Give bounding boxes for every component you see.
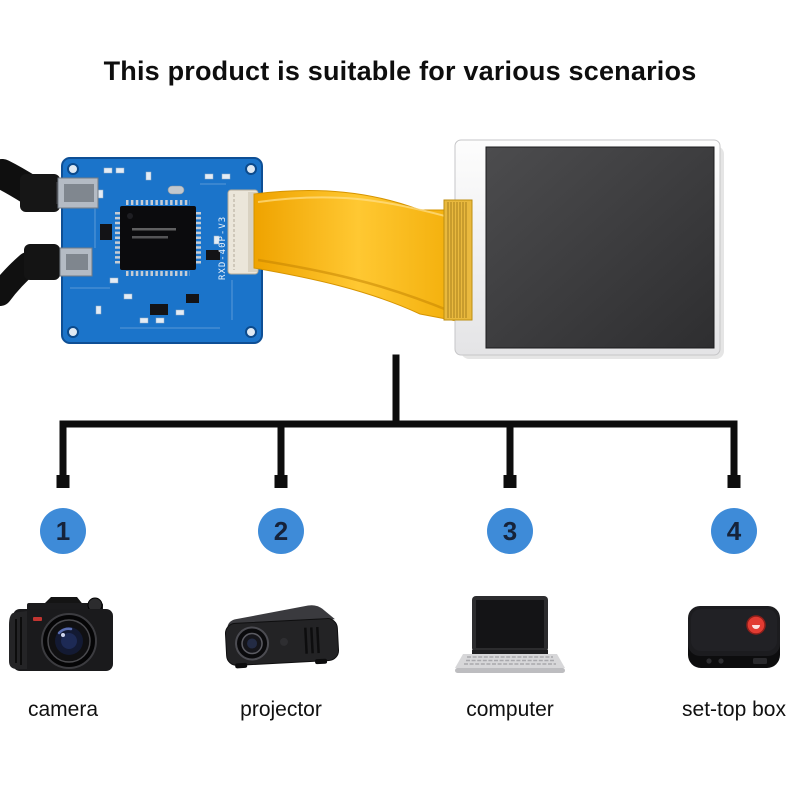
hdmi-plug [20,174,60,212]
page-title: This product is suitable for various sce… [103,56,697,86]
scenario-label: camera [27,698,99,721]
usb-cable [0,252,40,306]
scenario-label: set-top box [682,698,786,721]
usb-plug [24,244,60,280]
product-photo: RXD-40P-V3 [0,139,724,359]
scenario-number-badge: 3 [487,508,533,554]
mounting-holes [67,163,257,338]
scenario-number-badge: 4 [711,508,757,554]
flex-contacts [443,199,473,321]
main-chip [115,200,201,276]
branch-terminals [56,475,741,488]
set-top-box-icon [688,606,780,668]
scenario-column-computer: 3 computer [425,505,595,722]
scenario-number-badge: 2 [258,508,304,554]
branch-connector-lines [56,354,741,488]
hdmi-cables [0,159,99,306]
device-image-box [214,582,349,694]
camera-icon [9,597,113,671]
scenario-label: computer [466,698,554,721]
small-ics [100,224,220,315]
board-silkscreen-text: RXD-40P-V3 [218,216,228,280]
scenario-label: projector [240,698,322,721]
scenario-column-camera: 1 camera [0,505,148,722]
panel-screen [485,146,715,349]
fpc-cable [253,190,463,323]
scenario-column-settopbox: 4 set-top box [649,505,800,722]
scenario-number-badge: 1 [40,508,86,554]
scenario-column-projector: 2 projector [196,505,366,722]
lcd-panel-photo [443,139,724,359]
board-fpc-connector [227,189,259,275]
driver-board-photo: RXD-40P-V3 [61,157,263,344]
projector-icon [224,605,339,669]
laptop-icon [455,596,565,673]
device-image-box [7,582,119,694]
crystal-oscillator [167,185,185,195]
device-image-box [681,582,787,694]
smd-components [95,167,231,324]
usb-port-slot [66,254,88,270]
hdmi-port-slot [64,184,94,202]
device-image-box [451,582,569,694]
